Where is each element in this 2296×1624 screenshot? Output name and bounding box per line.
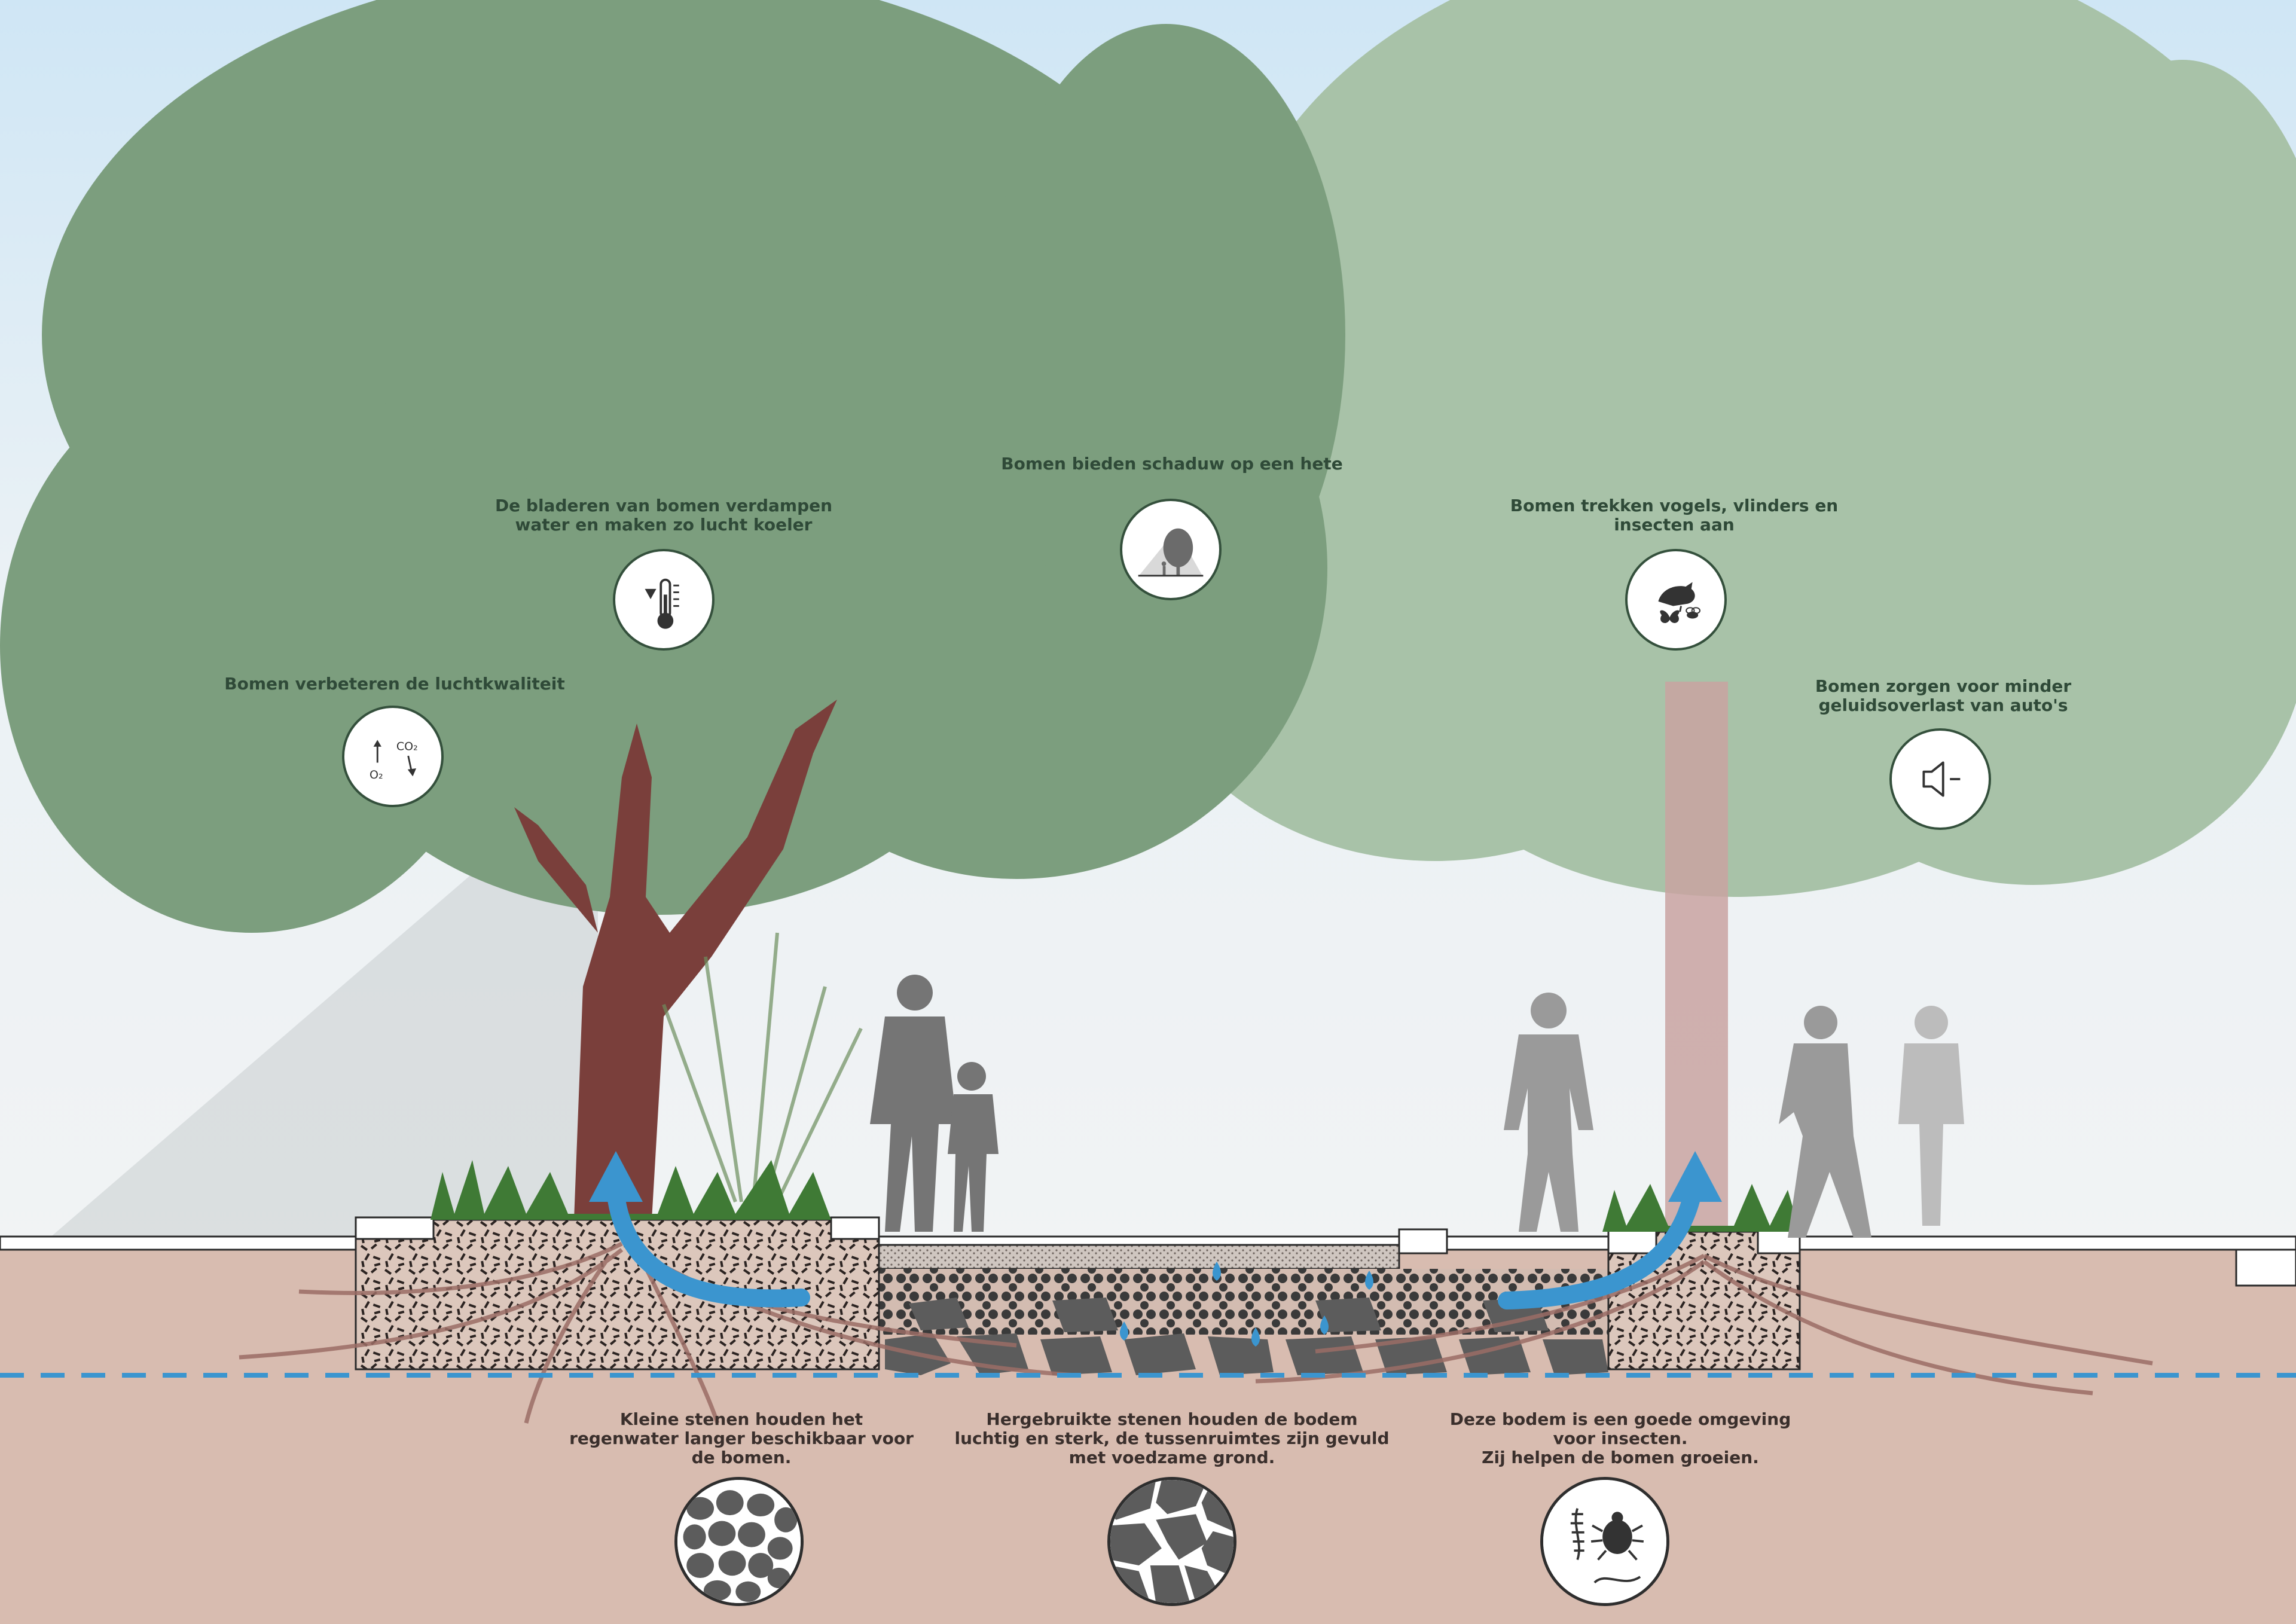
bird-butterfly-icon bbox=[1625, 549, 1727, 651]
co2-o2-icon: O₂ CO₂ bbox=[342, 706, 444, 807]
walking-woman bbox=[1779, 1006, 1871, 1238]
soil-label-recycled-stones: Hergebruikte stenen houden de bodem luch… bbox=[954, 1409, 1390, 1467]
left-grass bbox=[430, 1160, 831, 1220]
shrub bbox=[662, 932, 863, 1203]
o2-text: O₂ bbox=[370, 768, 383, 782]
shade-tree-icon bbox=[1120, 499, 1222, 600]
walking-man bbox=[1504, 993, 1593, 1232]
benefit-label-noise: Bomen zorgen voor minder geluidsoverlast… bbox=[1815, 676, 2072, 715]
recycled-stones-icon bbox=[1107, 1477, 1236, 1606]
far-right-curb bbox=[2235, 1248, 2296, 1287]
small-stones-icon bbox=[674, 1477, 804, 1606]
right-curb-left bbox=[1398, 1228, 1448, 1254]
fine-gravel-path bbox=[878, 1244, 1400, 1270]
water-flow-arrows bbox=[607, 1187, 1701, 1309]
benefit-label-shade: Bomen bieden schaduw op een hete bbox=[1001, 454, 1343, 474]
water-arrow-heads bbox=[589, 1151, 1722, 1202]
soil-label-insects: Deze bodem is een goede omgeving voor in… bbox=[1449, 1409, 1791, 1467]
left-curb-right bbox=[830, 1216, 880, 1240]
back-tree-foliage bbox=[1124, 0, 2296, 897]
mother-and-child bbox=[870, 975, 999, 1232]
soil-insects-icon bbox=[1540, 1477, 1669, 1606]
soil-label-small-stones: Kleine stenen houden het regenwater lang… bbox=[569, 1409, 914, 1467]
front-tree-foliage bbox=[0, 0, 1345, 933]
background-building bbox=[36, 765, 598, 1250]
right-grass bbox=[1602, 1184, 1800, 1232]
speaker-icon bbox=[1889, 728, 1991, 830]
benefit-label-air-quality: Bomen verbeteren de luchtkwaliteit bbox=[224, 674, 565, 694]
tree-roots bbox=[239, 1241, 2153, 1424]
water-droplets bbox=[1120, 1262, 1373, 1347]
co2-text: CO₂ bbox=[396, 740, 418, 753]
cyclist bbox=[1898, 1006, 1964, 1226]
thermometer-icon bbox=[613, 549, 715, 651]
benefit-label-wildlife: Bomen trekken vogels, vlinders en insect… bbox=[1510, 496, 1839, 535]
right-curb bbox=[1607, 1228, 1657, 1254]
benefit-label-cooling: De bladeren van bomen verdampen water en… bbox=[494, 496, 833, 535]
people-silhouettes bbox=[870, 975, 1964, 1238]
left-curb bbox=[355, 1216, 435, 1240]
